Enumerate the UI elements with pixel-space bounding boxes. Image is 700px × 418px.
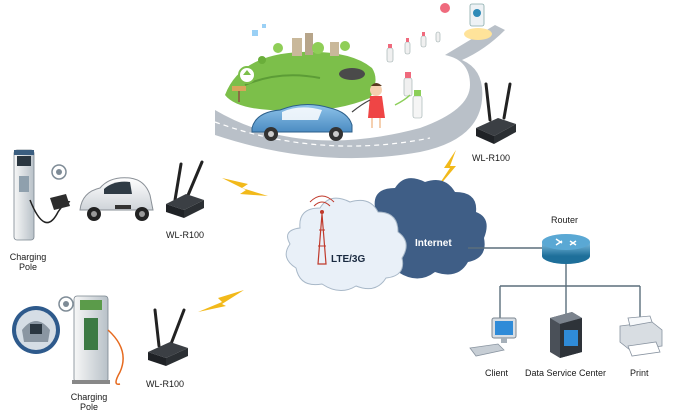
charging-pole-top-label: Charging Pole [9,252,47,272]
router-device-left-top [166,160,204,218]
charging-pole-top [13,149,71,241]
server-icon [550,312,582,358]
charging-pole-bottom-label: Charging Pole [70,392,108,412]
lte-cloud [285,197,407,291]
city-scene-illustration [214,3,505,159]
wireless-signal-icon-top [434,150,456,192]
print-label: Print [630,368,649,378]
router-label: Router [551,215,579,225]
wireless-signal-icon-left-top [222,178,268,196]
router-device-left-bottom [148,308,188,366]
wireless-signal-icon-left-bottom [198,290,244,312]
lte-label: LTE/3G [331,254,366,265]
router-left-top-label: WL-R100 [166,230,205,240]
cell-tower-icon [309,195,335,265]
plug-icon-bottom [58,296,74,312]
white-car [79,177,154,221]
printer-icon [619,315,663,357]
plug-icon-top [50,164,70,210]
router-left-bottom-label: WL-R100 [146,379,185,389]
data-service-center-label: Data Service Center [525,368,607,378]
router-icon [542,234,590,264]
internet-label: Internet [415,238,452,249]
client-computer-icon [469,317,517,357]
network-links [468,247,641,320]
client-label: Client [485,368,509,378]
router-device-top [476,82,516,144]
router-top-label: WL-R100 [472,153,511,163]
charging-pole-bottom [72,295,124,385]
charging-station-photo [12,306,60,354]
